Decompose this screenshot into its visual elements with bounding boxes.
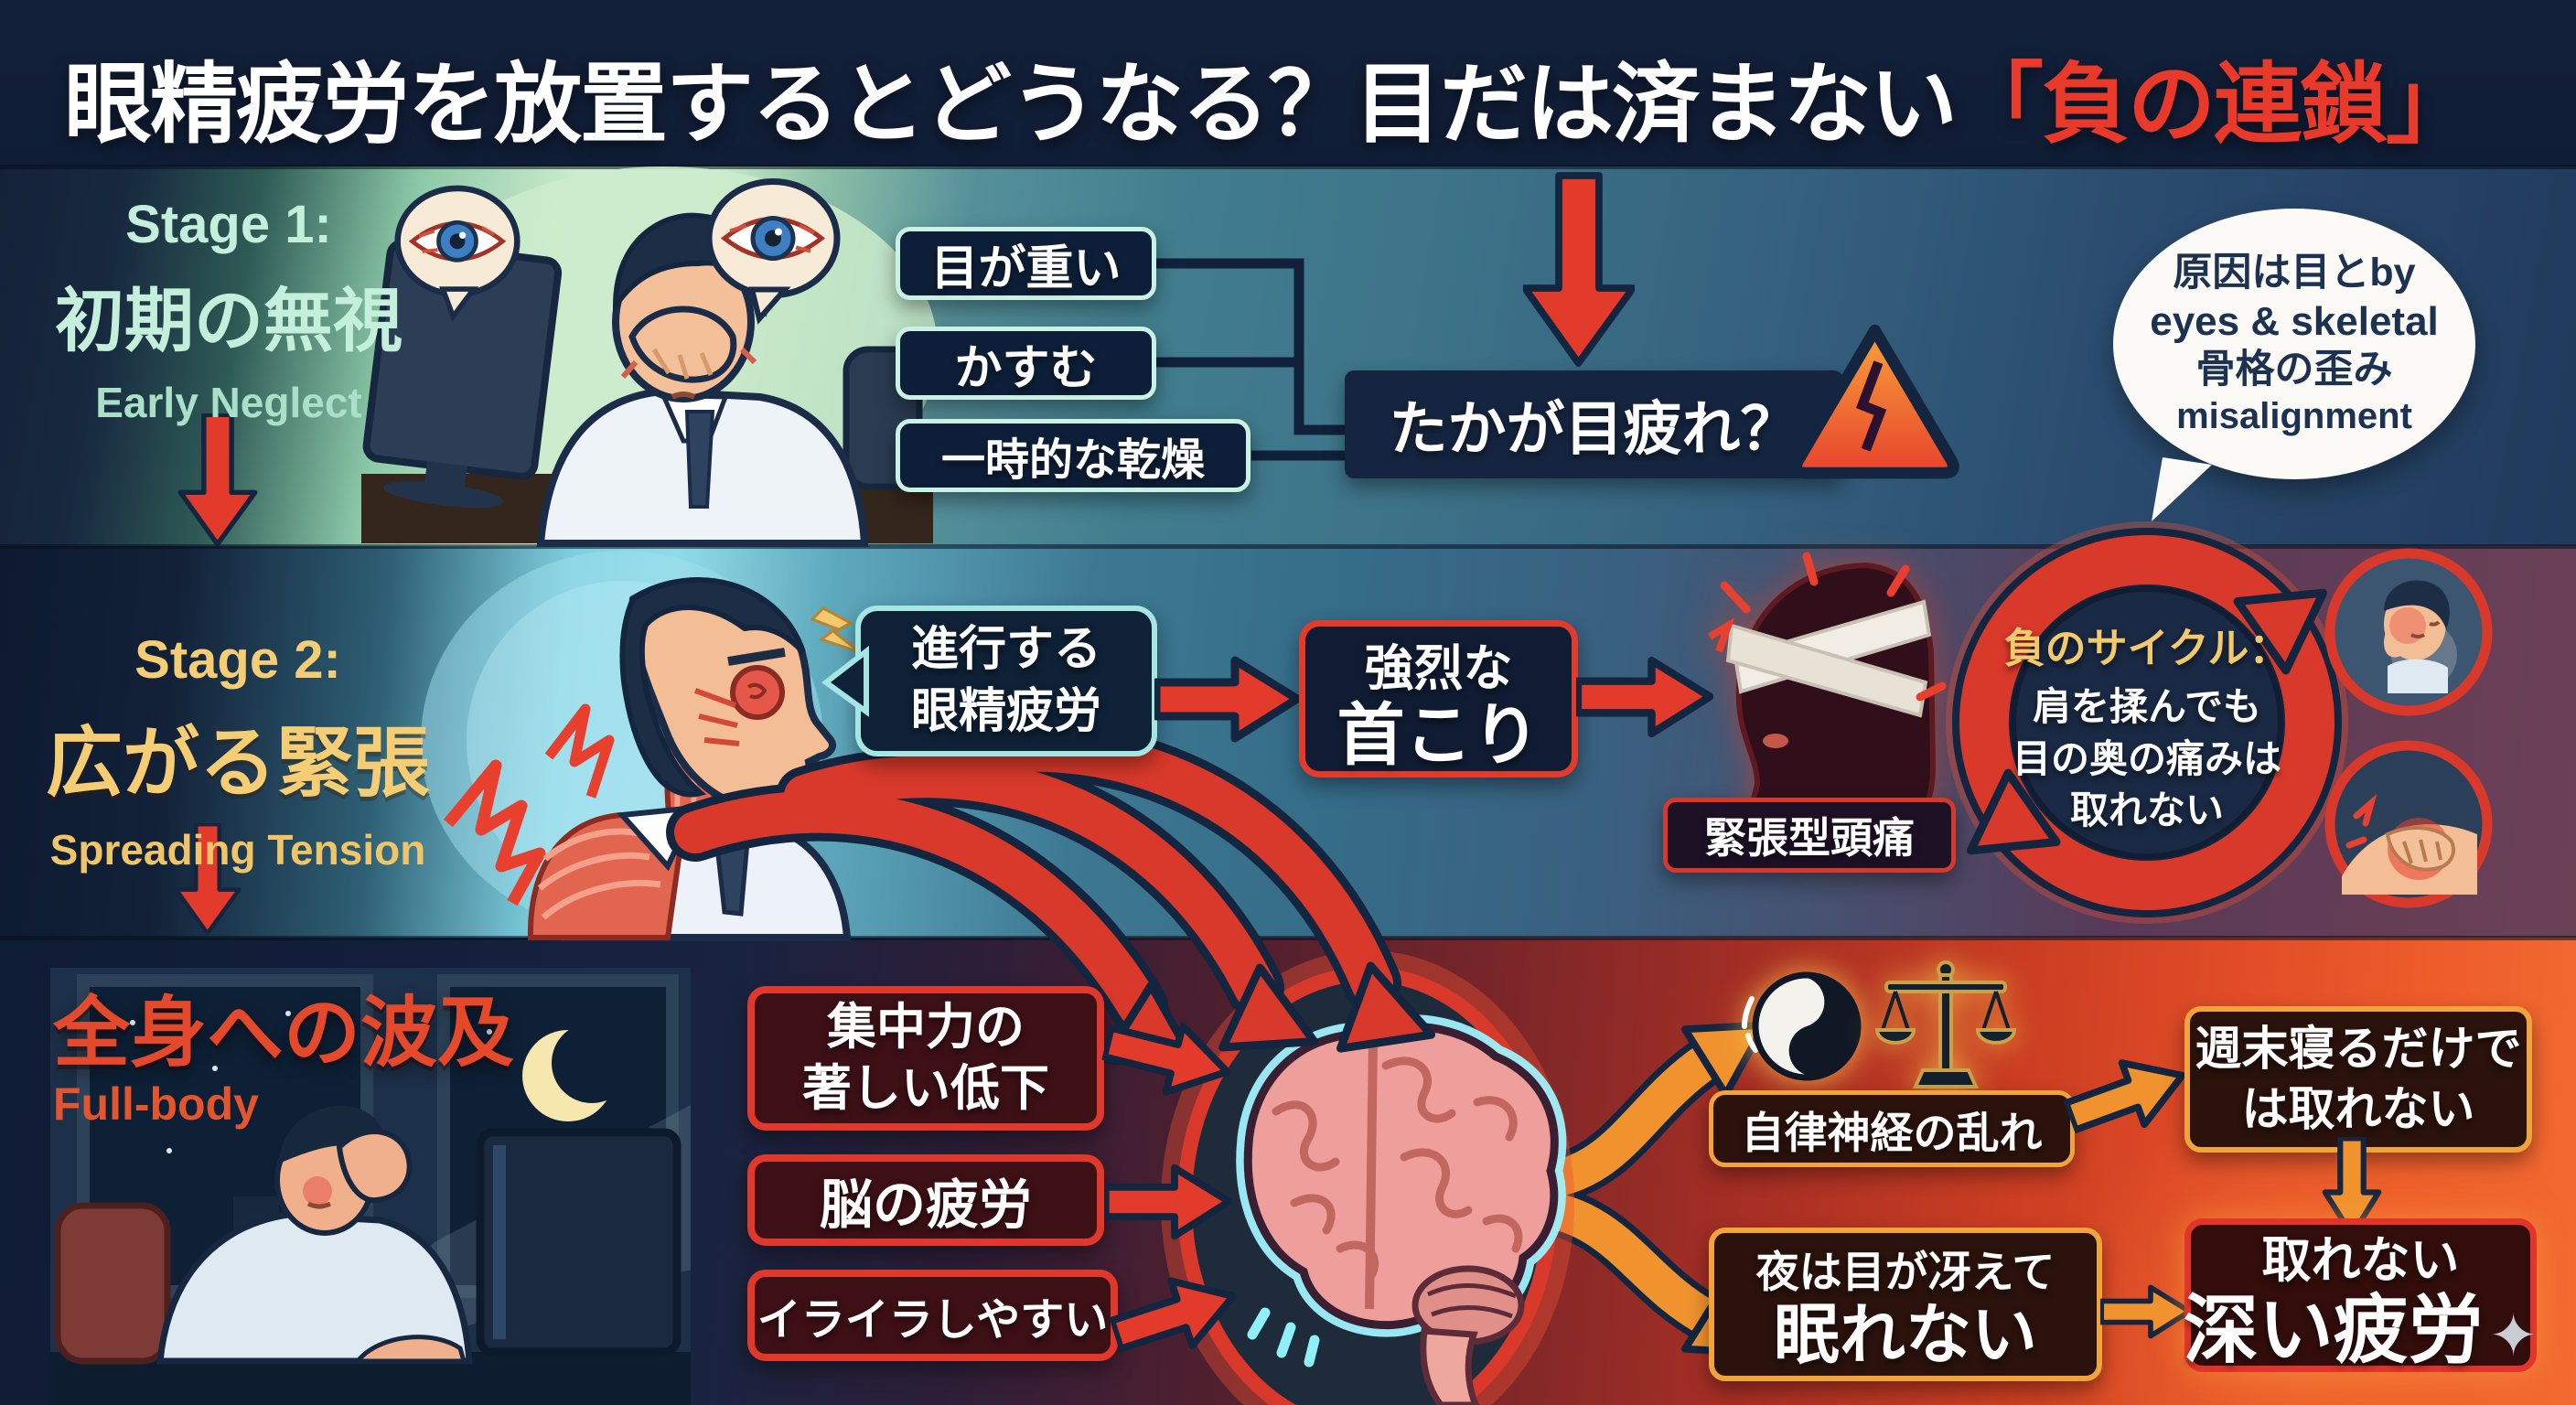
dismissal-text: たかが目疲れ？	[1389, 396, 1799, 462]
stage1-label-block: Stage 1: 初期の無視 Early Neglect	[46, 194, 412, 427]
progressing-strain-bubble: 進行する 眼精疲労	[855, 606, 1157, 756]
sleep-line1: 夜は目が冴えて	[1755, 1247, 2055, 1296]
stage2-subheading: Spreading Tension	[49, 826, 426, 874]
cycle-line1: 肩を揉んでも	[2033, 685, 2261, 728]
balance-scales-icon	[1868, 959, 2023, 1096]
stage1-down-arrow-icon	[163, 413, 273, 546]
weekend-line1: 週末寝るだけで	[2195, 1022, 2522, 1075]
title-band-background	[0, 0, 2576, 166]
title-highlight: 「負の連鎖」	[1956, 56, 2474, 154]
concentration-drop-box: 集中力の 著しい低下	[747, 986, 1104, 1131]
stage1-heading: 初期の無視	[55, 283, 402, 360]
dismissal-box: たかが目疲れ？	[1345, 370, 1843, 478]
headache-man-photo-icon	[2324, 547, 2494, 717]
deep-fatigue-box: 取れない 深い疲労✦	[2184, 1218, 2538, 1372]
sleep-to-fatigue-arrow-icon	[2100, 1277, 2192, 1346]
progress-line2: 眼精疲労	[910, 684, 1101, 738]
symptom-connector-lines	[1153, 247, 1363, 476]
cause-bubble-tail	[2152, 457, 2216, 523]
stage3-subheading: Full-body	[53, 1078, 259, 1130]
title-to-dismissal-arrow-icon	[1523, 170, 1635, 370]
cant-sleep-box: 夜は目が冴えて 眠れない	[1709, 1228, 2102, 1381]
band-divider	[0, 544, 2576, 549]
band-divider	[0, 936, 2576, 940]
negative-cycle-text: 負のサイクル： 肩を揉んでも 目の奥の痛みは 取れない	[1996, 615, 2298, 837]
night-desk-scene-illustration	[50, 968, 691, 1405]
effect2-arrow-icon	[1104, 1160, 1232, 1244]
symptom-box-dryness: 一時的な乾燥	[896, 419, 1250, 492]
shoulder-pain-photo-icon	[2324, 739, 2494, 909]
cycle-title: 負のサイクル：	[2003, 625, 2291, 671]
bandaged-head-icon	[1697, 549, 1953, 864]
symptom-blurry: かすむ	[954, 341, 1098, 395]
stage2-heading: 広がる緊張	[45, 720, 430, 806]
weekend-line2: は取れない	[2241, 1083, 2475, 1135]
weekend-sleep-box: 週末寝るだけで は取れない	[2184, 1006, 2532, 1153]
strain-to-neck-arrow-icon	[1154, 651, 1301, 747]
brain-illustration	[1157, 947, 1578, 1405]
bloodshot-eye-bubble-right-icon	[704, 174, 842, 325]
neck-line1: 強烈な	[1364, 640, 1513, 696]
stage2-label-block: Stage 2: 広がる緊張 Spreading Tension	[27, 629, 448, 874]
bloodshot-eye-bubble-left-icon	[393, 178, 521, 325]
neck-stiffness-box: 強烈な 首こり	[1299, 620, 1578, 778]
tension-headache-box: 緊張型頭痛	[1663, 798, 1956, 873]
progress-line1: 進行する	[910, 622, 1101, 676]
cause-line4: misalignment	[2176, 395, 2412, 436]
tense-neck-man-illustration	[393, 544, 869, 941]
stage1-subheading: Early Neglect	[95, 379, 362, 426]
fatigue-line2: 深い疲労✦	[2184, 1292, 2538, 1370]
tension-to-brain-arcs-icon	[640, 721, 1555, 1116]
stage2-label: Stage 2:	[134, 630, 341, 690]
stage3-heading: 全身への波及	[53, 990, 515, 1076]
cause-line3: 骨格の歪み	[2195, 348, 2393, 392]
progress-bubble-tail	[821, 645, 869, 717]
autonomic-disorder-box: 自律神経の乱れ	[1709, 1090, 2075, 1167]
effect2-text: 脳の疲労	[819, 1175, 1032, 1235]
title-main: 眼精疲労を放置するとどうなる？目だは済まない	[64, 56, 1958, 154]
sparkle-icon: ✦	[2488, 1303, 2538, 1369]
fatigue-line1: 取れない	[2261, 1233, 2460, 1289]
yin-yang-icon	[1742, 966, 1863, 1089]
warning-triangle-icon	[1786, 318, 1964, 490]
neck-line2: 首こり	[1336, 696, 1540, 773]
irritability-box: イライラしやすい	[747, 1270, 1118, 1361]
tension-headache-text: 緊張型頭痛	[1704, 814, 1915, 862]
autonomic-text: 自律神経の乱れ	[1741, 1108, 2043, 1157]
negative-cycle-ring-icon	[1926, 501, 2369, 945]
symptom-box-heavy-eyes: 目が重い	[896, 227, 1156, 300]
neck-to-headache-arrow-icon	[1576, 651, 1713, 743]
effect1-line2: 著しい低下	[802, 1061, 1049, 1116]
page-title: 眼精疲労を放置するとどうなる？目だは済まない「負の連鎖」	[64, 33, 2571, 160]
cause-speech-bubble: 原因は目とby eyes & skeletal 骨格の歪み misalignme…	[2113, 209, 2475, 479]
stage1-label: Stage 1:	[125, 195, 332, 254]
symptom-box-blurry: かすむ	[896, 327, 1156, 400]
symptom-dryness: 一時的な乾燥	[940, 436, 1205, 485]
cycle-line2: 目の奥の痛みは	[2012, 736, 2281, 780]
cycle-line3: 取れない	[2069, 788, 2224, 832]
effect1-line1: 集中力の	[827, 999, 1025, 1055]
sleep-line2: 眠れない	[1773, 1298, 2037, 1372]
fatigue-line2-text: 深い疲労	[2183, 1289, 2484, 1373]
symptom-heavy-eyes: 目が重い	[930, 241, 1122, 295]
effect3-text: イライラしやすい	[757, 1296, 1109, 1345]
brain-fatigue-box: 脳の疲労	[747, 1154, 1104, 1246]
cause-line2: eyes & skeletal	[2150, 298, 2439, 344]
cause-line1: 原因は目とby	[2173, 251, 2416, 295]
band-divider	[0, 165, 2576, 169]
